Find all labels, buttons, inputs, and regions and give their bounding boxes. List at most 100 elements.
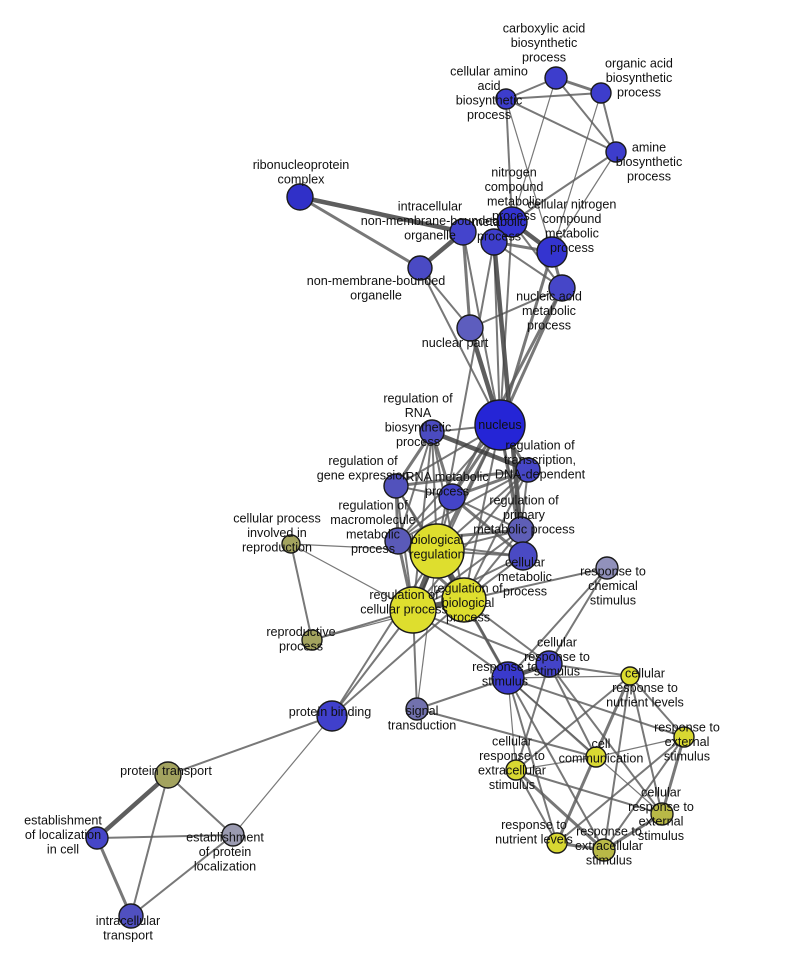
node-rmm[interactable] [384,527,412,555]
node-it[interactable] [118,903,144,929]
node-cres[interactable] [505,759,527,781]
node-rs[interactable] [491,661,525,695]
edge-aa-am [505,98,617,153]
edge-rp-rbp [311,599,465,641]
edge-aa-nc [505,98,513,223]
node-crnl[interactable] [620,666,640,686]
node-rge[interactable] [383,473,409,499]
edge-rs-rcs [507,567,608,679]
edge-crnl-cres [515,675,631,771]
node-br[interactable] [409,523,465,579]
node-nuc[interactable] [474,399,526,451]
node-oa[interactable] [590,82,612,104]
edge-cc-cres [515,756,597,771]
node-rcp[interactable] [389,586,437,634]
node-rp[interactable] [301,629,323,651]
node-pb[interactable] [316,700,348,732]
node-pt[interactable] [154,761,182,789]
edge-cres-rnl [515,769,558,844]
edge-aa-cnc [505,98,553,253]
node-st[interactable] [405,697,429,721]
node-label-pb: protein binding [289,705,372,719]
edge-elc-it [95,837,133,917]
node-rnl[interactable] [546,832,568,854]
node-nc[interactable] [496,206,528,238]
edge-res-rexs [603,736,685,851]
node-np[interactable] [456,314,484,342]
node-cc[interactable] [585,746,607,768]
node-rbp[interactable] [441,577,487,623]
node-rcs[interactable] [595,556,619,580]
edge-rrb-rbp [431,431,465,601]
node-nmb[interactable] [407,255,433,281]
edge-pb-pt [167,715,333,776]
edge-crnl-crexs [629,675,663,815]
node-crs[interactable] [535,650,563,678]
edge-pb-epl [232,715,333,836]
node-epl[interactable] [221,823,245,847]
edge-nmb-nuc [419,267,501,426]
edge-rcp-crs [412,609,550,665]
edge-cres-rexs [514,768,606,852]
edge-cc-st [416,708,597,758]
node-ca[interactable] [544,66,568,90]
edge-rtd-rge [395,468,529,488]
edge-am-nc [511,151,617,223]
node-res[interactable] [673,726,695,748]
node-rrb[interactable] [419,419,445,445]
node-rexs[interactable] [592,838,616,862]
edge-oa-aa [505,92,602,100]
node-aa[interactable] [495,88,517,110]
node-nam[interactable] [548,274,576,302]
edge-crs-cc [548,663,597,758]
node-crexs[interactable] [650,802,674,826]
node-rtd[interactable] [515,457,541,483]
edge-rs-rnl [507,677,558,844]
edge-oa-cnc [551,92,602,253]
node-cnc[interactable] [536,236,568,268]
node-mp[interactable] [480,228,508,256]
edge-crs-rcs [548,567,608,665]
edge-ca-am [555,77,617,153]
node-rnam[interactable] [438,483,466,511]
edge-rrb-rtd [431,429,529,473]
edge-am-cnc [551,151,617,253]
node-inmb[interactable] [449,218,477,246]
edge-ca-nc [511,77,557,223]
node-cmp[interactable] [508,541,538,571]
edge-cpr-rp [290,543,313,641]
node-rnp[interactable] [286,183,314,211]
node-am[interactable] [605,141,627,163]
node-label-nuc: nucleus [478,418,521,432]
edge-rnp-nmb [299,195,421,270]
edge-cres-crexs [515,769,663,815]
edge-epl-it [130,834,234,917]
edge-pt-it [130,774,169,917]
node-cpr[interactable] [281,534,301,554]
node-elc[interactable] [85,826,109,850]
edge-pb-br [331,550,438,717]
